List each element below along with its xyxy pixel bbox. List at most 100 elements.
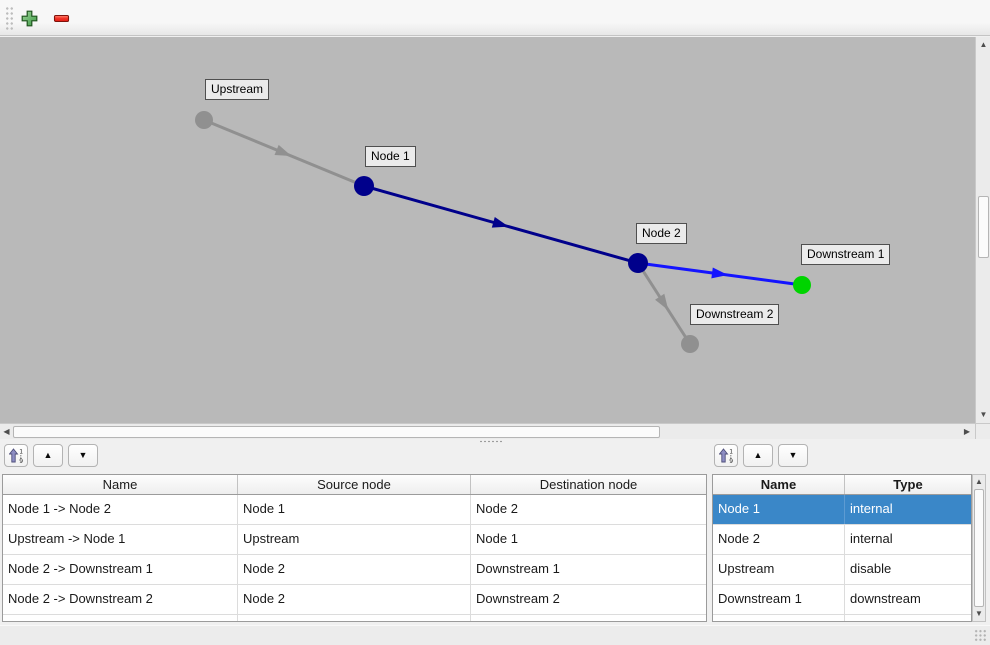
remove-button[interactable] <box>51 8 71 28</box>
column-header-name[interactable]: Name <box>713 475 845 494</box>
up-arrow-icon: ▲ <box>975 477 983 486</box>
move-down-icon: ▼ <box>788 450 798 460</box>
left-arrow-icon: ◀ <box>3 427 10 436</box>
nodes-move-up-button[interactable]: ▲ <box>743 444 773 467</box>
cell-name: Node 1 -> Node 2 <box>3 495 238 524</box>
nodes-table: Name Type Node 1 internal Node 2 interna… <box>712 474 972 622</box>
down-arrow-icon: ▼ <box>975 609 983 618</box>
canvas-vscrollbar: ▲ ▼ <box>975 37 990 423</box>
cell-name: Node 2 <box>713 525 845 554</box>
edges-move-down-button[interactable]: ▼ <box>68 444 98 467</box>
scroll-up-button[interactable]: ▲ <box>977 38 990 52</box>
edges-move-up-button[interactable]: ▲ <box>33 444 63 467</box>
nodes-table-row[interactable]: Upstream disable <box>713 555 971 585</box>
cell-source: Node 2 <box>238 585 471 614</box>
resize-grip[interactable] <box>974 629 987 642</box>
column-header-type[interactable]: Type <box>893 477 923 492</box>
cell-name: Upstream -> Node 1 <box>3 525 238 554</box>
move-up-icon: ▲ <box>753 450 763 460</box>
column-header-destination-node[interactable]: Destination node <box>539 477 638 492</box>
toolbar-grip[interactable] <box>5 6 14 30</box>
sort-ascending-icon: 1 9 <box>8 447 23 464</box>
edges-table-row[interactable]: Node 2 -> Downstream 2 Node 2 Downstream… <box>3 585 706 615</box>
plus-icon <box>21 10 37 26</box>
scroll-left-button[interactable]: ◀ <box>0 425 13 439</box>
add-button[interactable] <box>19 8 39 28</box>
scroll-down-button[interactable]: ▼ <box>977 408 990 422</box>
nodes-table-row[interactable]: Downstream 1 downstream <box>713 585 971 615</box>
cell-name: Node 2 -> Downstream 2 <box>3 585 238 614</box>
node-label[interactable]: Upstream <box>205 79 270 100</box>
graph-edge-arrow <box>274 144 292 157</box>
up-arrow-icon: ▲ <box>979 40 988 49</box>
cell-type: disable <box>850 561 892 576</box>
graph-node[interactable] <box>628 253 648 273</box>
minus-icon <box>53 14 69 22</box>
nodes-table-empty-row <box>713 615 971 621</box>
nodes-scroll-thumb[interactable] <box>974 489 984 607</box>
cell-destination: Downstream 2 <box>476 591 560 606</box>
nodes-table-scrollbar: ▲ ▼ <box>972 474 986 622</box>
graph-edge-arrow <box>655 293 669 311</box>
edges-table-row[interactable]: Node 1 -> Node 2 Node 1 Node 2 <box>3 495 706 525</box>
svg-text:9: 9 <box>19 458 23 464</box>
status-bar <box>0 625 990 645</box>
graph-node[interactable] <box>793 276 811 294</box>
cell-destination: Node 2 <box>476 501 518 516</box>
cell-name: Node 2 -> Downstream 1 <box>3 555 238 584</box>
right-arrow-icon: ▶ <box>963 427 971 436</box>
edges-table-row[interactable]: Upstream -> Node 1 Upstream Node 1 <box>3 525 706 555</box>
scrollbar-corner <box>975 423 990 439</box>
cell-type: downstream <box>850 591 921 606</box>
vscroll-thumb[interactable] <box>978 196 989 258</box>
graph-edge-arrow <box>711 267 728 279</box>
node-label[interactable]: Downstream 1 <box>801 244 891 265</box>
nodes-move-down-button[interactable]: ▼ <box>778 444 808 467</box>
main-toolbar <box>0 0 990 36</box>
scroll-right-button[interactable]: ▶ <box>960 425 974 439</box>
svg-text:9: 9 <box>729 458 733 464</box>
sort-ascending-icon: 1 9 <box>718 447 733 464</box>
cell-source: Node 2 <box>238 555 471 584</box>
cell-destination: Downstream 1 <box>476 561 560 576</box>
splitter-dots-icon <box>479 440 502 443</box>
cell-type: internal <box>850 531 893 546</box>
nodes-table-row-selected[interactable]: Node 1 internal <box>713 495 971 525</box>
edges-table-header: Name Source node Destination node <box>3 475 706 495</box>
node-label[interactable]: Downstream 2 <box>690 304 780 325</box>
graph-svg <box>195 111 811 353</box>
edges-sort-button[interactable]: 1 9 <box>4 444 28 467</box>
hscroll-thumb[interactable] <box>13 426 660 438</box>
cell-name: Downstream 1 <box>713 585 845 614</box>
cell-name: Upstream <box>713 555 845 584</box>
down-arrow-icon: ▼ <box>979 410 988 419</box>
svg-text:1: 1 <box>729 448 733 455</box>
nodes-sort-button[interactable]: 1 9 <box>714 444 738 467</box>
column-header-name[interactable]: Name <box>3 475 238 494</box>
column-header-source-node[interactable]: Source node <box>238 475 471 494</box>
cell-name: Node 1 <box>713 495 845 524</box>
nodes-table-header: Name Type <box>713 475 971 495</box>
cell-destination: Node 1 <box>476 531 518 546</box>
edges-table-row[interactable]: Node 2 -> Downstream 1 Node 2 Downstream… <box>3 555 706 585</box>
scroll-up-button[interactable]: ▲ <box>973 476 985 488</box>
graph-edge-arrow <box>491 217 509 228</box>
graph-node[interactable] <box>681 335 699 353</box>
canvas-hscrollbar: ◀ ▶ <box>0 423 975 439</box>
scroll-down-button[interactable]: ▼ <box>973 608 985 620</box>
graph-node[interactable] <box>195 111 213 129</box>
edges-table-empty-row <box>3 615 706 621</box>
move-down-icon: ▼ <box>78 450 88 460</box>
node-label[interactable]: Node 1 <box>365 146 416 167</box>
cell-type: internal <box>850 501 893 516</box>
splitter-handle[interactable] <box>0 439 990 444</box>
svg-text:1: 1 <box>19 448 23 455</box>
edges-table: Name Source node Destination node Node 1… <box>2 474 707 622</box>
node-label[interactable]: Node 2 <box>636 223 687 244</box>
nodes-table-row[interactable]: Node 2 internal <box>713 525 971 555</box>
graph-node[interactable] <box>354 176 374 196</box>
move-up-icon: ▲ <box>43 450 53 460</box>
cell-source: Upstream <box>238 525 471 554</box>
